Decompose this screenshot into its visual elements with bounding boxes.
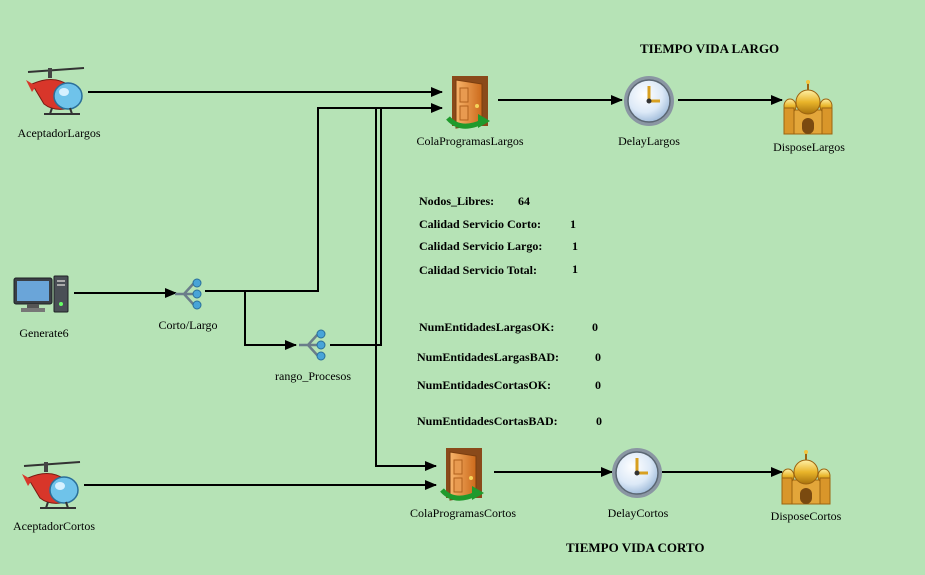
rango-procesos-label: rango_Procesos bbox=[275, 369, 351, 383]
stat-cortas-bad-value: 0 bbox=[596, 414, 602, 428]
heading-tiempo-vida-corto: TIEMPO VIDA CORTO bbox=[566, 540, 705, 555]
computer-icon bbox=[13, 275, 69, 313]
cola-largos-node[interactable] bbox=[444, 74, 500, 137]
stat-cortas-ok-value: 0 bbox=[595, 378, 601, 392]
generate6-node[interactable] bbox=[12, 274, 72, 321]
clock-icon bbox=[624, 76, 674, 126]
corto-largo-label: Corto/Largo bbox=[158, 318, 218, 332]
stat-largas-ok-value: 0 bbox=[592, 320, 598, 334]
helicopter-icon bbox=[22, 461, 81, 509]
connector-cortolargo-colalargos bbox=[205, 103, 443, 292]
stat-largas-ok-label: NumEntidadesLargasOK: bbox=[419, 320, 555, 334]
dispose-largos-label: DisposeLargos bbox=[773, 140, 845, 154]
connector-rango-colacortos bbox=[375, 108, 437, 471]
helicopter-icon bbox=[26, 67, 85, 115]
dispose-cortos-node[interactable] bbox=[778, 448, 834, 511]
stat-calidad-largo-value: 1 bbox=[572, 239, 578, 253]
cola-cortos-node[interactable] bbox=[438, 446, 494, 509]
decide-icon bbox=[299, 329, 326, 361]
cola-cortos-label: ColaProgramasCortos bbox=[410, 506, 516, 520]
corto-largo-node[interactable] bbox=[172, 277, 206, 316]
stat-calidad-largo-label: Calidad Servicio Largo: bbox=[419, 239, 543, 253]
stat-largas-bad-label: NumEntidadesLargasBAD: bbox=[417, 350, 560, 364]
stat-nodos-libres-value: 64 bbox=[518, 194, 530, 208]
aceptador-cortos-label: AceptadorCortos bbox=[13, 519, 95, 533]
delay-largos-node[interactable] bbox=[622, 74, 676, 133]
delay-largos-label: DelayLargos bbox=[618, 134, 680, 148]
connector-rango-colalargos bbox=[330, 108, 382, 346]
stat-calidad-corto-label: Calidad Servicio Corto: bbox=[419, 217, 541, 231]
decide-icon bbox=[175, 278, 202, 310]
connector-cortolargo-rango bbox=[244, 291, 297, 350]
stat-nodos-libres-label: Nodos_Libres: bbox=[419, 194, 495, 208]
palace-icon bbox=[781, 450, 831, 505]
heading-tiempo-vida-largo: TIEMPO VIDA LARGO bbox=[640, 41, 780, 56]
door-icon bbox=[446, 76, 490, 129]
stat-cortas-ok-label: NumEntidadesCortasOK: bbox=[417, 378, 552, 392]
aceptador-cortos-node[interactable] bbox=[20, 458, 86, 521]
rango-procesos-node[interactable] bbox=[296, 328, 330, 367]
door-icon bbox=[440, 448, 484, 501]
stat-calidad-total-label: Calidad Servicio Total: bbox=[419, 263, 538, 277]
delay-cortos-node[interactable] bbox=[610, 446, 664, 505]
stat-cortas-bad-label: NumEntidadesCortasBAD: bbox=[417, 414, 558, 428]
dispose-cortos-label: DisposeCortos bbox=[770, 509, 842, 523]
stat-calidad-total-value: 1 bbox=[572, 262, 578, 276]
aceptador-largos-node[interactable] bbox=[24, 64, 90, 127]
dispose-largos-node[interactable] bbox=[780, 78, 836, 141]
palace-icon bbox=[783, 80, 833, 135]
cola-largos-label: ColaProgramasLargos bbox=[416, 134, 524, 148]
stat-largas-bad-value: 0 bbox=[595, 350, 601, 364]
stat-calidad-corto-value: 1 bbox=[570, 217, 576, 231]
clock-icon bbox=[612, 448, 662, 498]
aceptador-largos-label: AceptadorLargos bbox=[17, 126, 101, 140]
delay-cortos-label: DelayCortos bbox=[607, 506, 669, 520]
generate6-label: Generate6 bbox=[19, 326, 69, 340]
